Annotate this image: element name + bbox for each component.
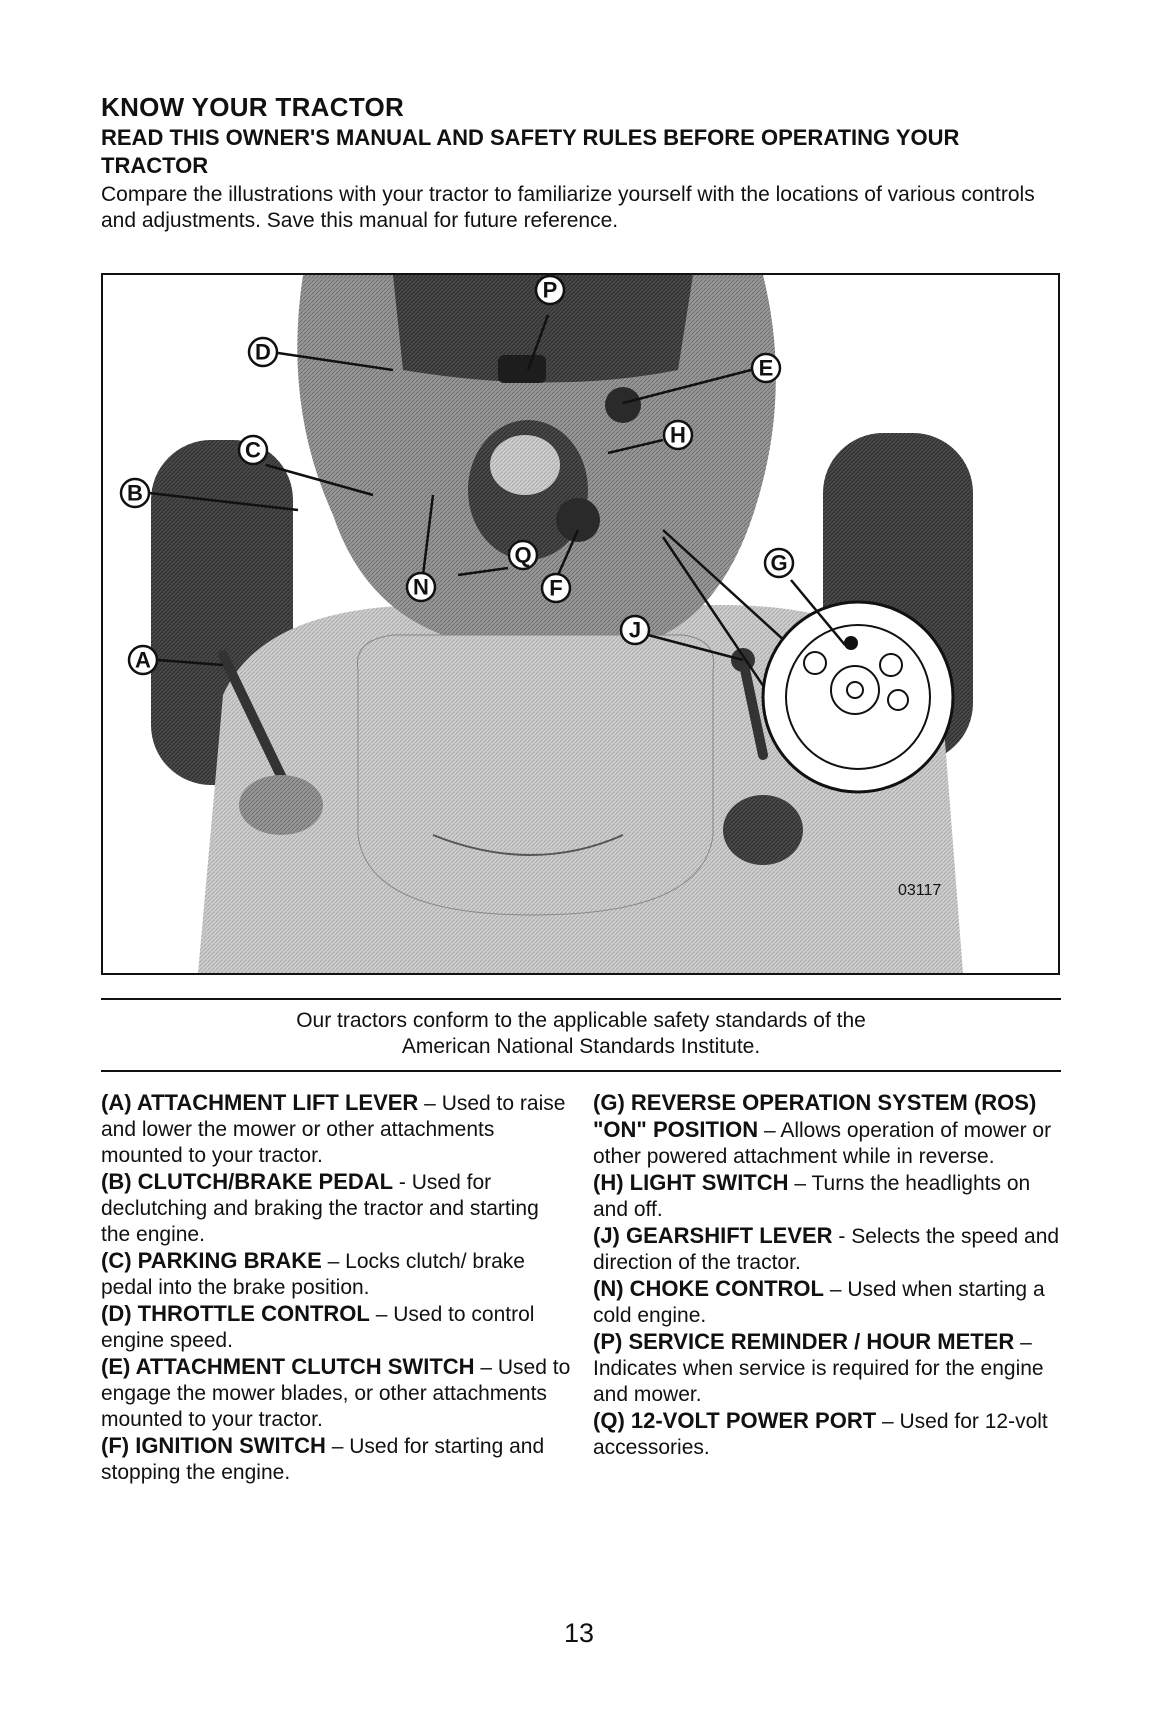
leader-h (607, 438, 664, 455)
callout-a: A (127, 644, 159, 676)
callout-n: N (405, 571, 437, 603)
conformance-line-1: Our tractors conform to the applicable s… (296, 1009, 866, 1032)
svg-text:F: F (549, 576, 562, 601)
ignition-key-slot (830, 665, 880, 715)
tractor-drawing: P D E C H B Q G N F J A 03117 (119, 275, 973, 973)
steering-hub (490, 435, 560, 495)
divider-bottom (101, 1070, 1061, 1072)
leader-q (457, 566, 509, 577)
svg-text:A: A (135, 648, 151, 673)
page-number: 13 (563, 1618, 595, 1648)
leader-b (148, 491, 299, 512)
figure-code: 03117 (898, 882, 941, 899)
description-throttle-control: (D) THROTTLE CONTROL – Used to control e… (101, 1301, 535, 1352)
ignition-run-icon (879, 653, 903, 677)
svg-text:C: C (245, 438, 261, 463)
attachment-switch (605, 387, 641, 423)
callout-f: F (540, 572, 572, 604)
lift-lever-base (239, 775, 323, 835)
callout-j: J (619, 614, 651, 646)
leader-g (790, 579, 846, 646)
gearshift-lever (738, 655, 768, 760)
svg-text:D: D (255, 340, 271, 365)
svg-text:P: P (543, 278, 558, 303)
conformance-line-2: American National Standards Institute. (401, 1035, 761, 1058)
callout-b: B (119, 477, 151, 509)
svg-text:N: N (413, 575, 429, 600)
attachment-lift-lever (218, 650, 288, 785)
svg-text:E: E (759, 356, 774, 381)
description-service-reminder: (P) SERVICE REMINDER / HOUR METER – Indi… (593, 1329, 1044, 1406)
page-title: KNOW YOUR TRACTOR (101, 92, 405, 122)
description-parking-brake: (C) PARKING BRAKE – Locks clutch/ brake … (101, 1248, 525, 1299)
leader-p (526, 314, 550, 371)
callout-q: Q (507, 539, 539, 571)
leader-j (647, 633, 744, 662)
safety-subtitle: READ THIS OWNER'S MANUAL AND SAFETY RULE… (101, 125, 960, 178)
leader-e (622, 368, 752, 405)
description-power-port: (Q) 12-VOLT POWER PORT – Used for 12-vol… (593, 1408, 1048, 1459)
leader-c (265, 463, 374, 497)
seat (356, 634, 715, 916)
description-light-switch: (H) LIGHT SWITCH – Turns the headlights … (593, 1170, 1031, 1221)
divider-top (101, 998, 1061, 1000)
leader-d (277, 351, 394, 372)
description-reverse-operation-system: (G) REVERSE OPERATION SYSTEM (ROS) "ON" … (593, 1090, 1052, 1168)
ignition-start-icon (887, 689, 909, 711)
description-ignition-switch: (F) IGNITION SWITCH – Used for starting … (101, 1433, 545, 1484)
ros-indicator-icon (844, 636, 858, 650)
callout-g: G (763, 547, 795, 579)
ignition-off-icon (803, 651, 827, 675)
description-choke-control: (N) CHOKE CONTROL – Used when starting a… (593, 1276, 1045, 1327)
callout-p: P (534, 275, 566, 306)
leader-a (157, 658, 224, 667)
description-clutch-brake-pedal: (B) CLUTCH/BRAKE PEDAL - Used for declut… (101, 1169, 539, 1246)
description-attachment-clutch-switch: (E) ATTACHMENT CLUTCH SWITCH – Used to e… (101, 1354, 571, 1431)
ignition-switch (556, 498, 600, 542)
inset-leader-top (662, 529, 799, 654)
descriptions-left-column: (A) ATTACHMENT LIFT LEVER – Used to rais… (101, 1090, 571, 1486)
ignition-inset-inner-ring (785, 624, 931, 770)
descriptions-right-column: (G) REVERSE OPERATION SYSTEM (ROS) "ON" … (593, 1090, 1063, 1461)
svg-text:B: B (127, 481, 143, 506)
svg-text:Q: Q (514, 543, 531, 568)
ignition-key-core (846, 681, 864, 699)
cup-holder (723, 795, 803, 865)
leader-f (556, 529, 580, 576)
description-gearshift-lever: (J) GEARSHIFT LEVER - Selects the speed … (593, 1223, 1060, 1274)
callout-c: C (237, 434, 269, 466)
leader-n (421, 494, 435, 576)
intro-paragraph: Compare the illustrations with your trac… (101, 183, 1035, 232)
callout-d: D (247, 336, 279, 368)
callout-h: H (662, 419, 694, 451)
svg-text:J: J (629, 618, 641, 643)
seat-back-crease (432, 834, 624, 856)
tractor-illustration: P D E C H B Q G N F J A 03117 (101, 273, 1060, 975)
callout-e: E (750, 352, 782, 384)
description-attachment-lift-lever: (A) ATTACHMENT LIFT LEVER – Used to rais… (101, 1090, 566, 1167)
svg-text:G: G (770, 551, 787, 576)
hour-meter-display (498, 355, 546, 383)
svg-text:H: H (670, 423, 686, 448)
ansi-conformance-note: Our tractors conform to the applicable s… (101, 1008, 1061, 1060)
